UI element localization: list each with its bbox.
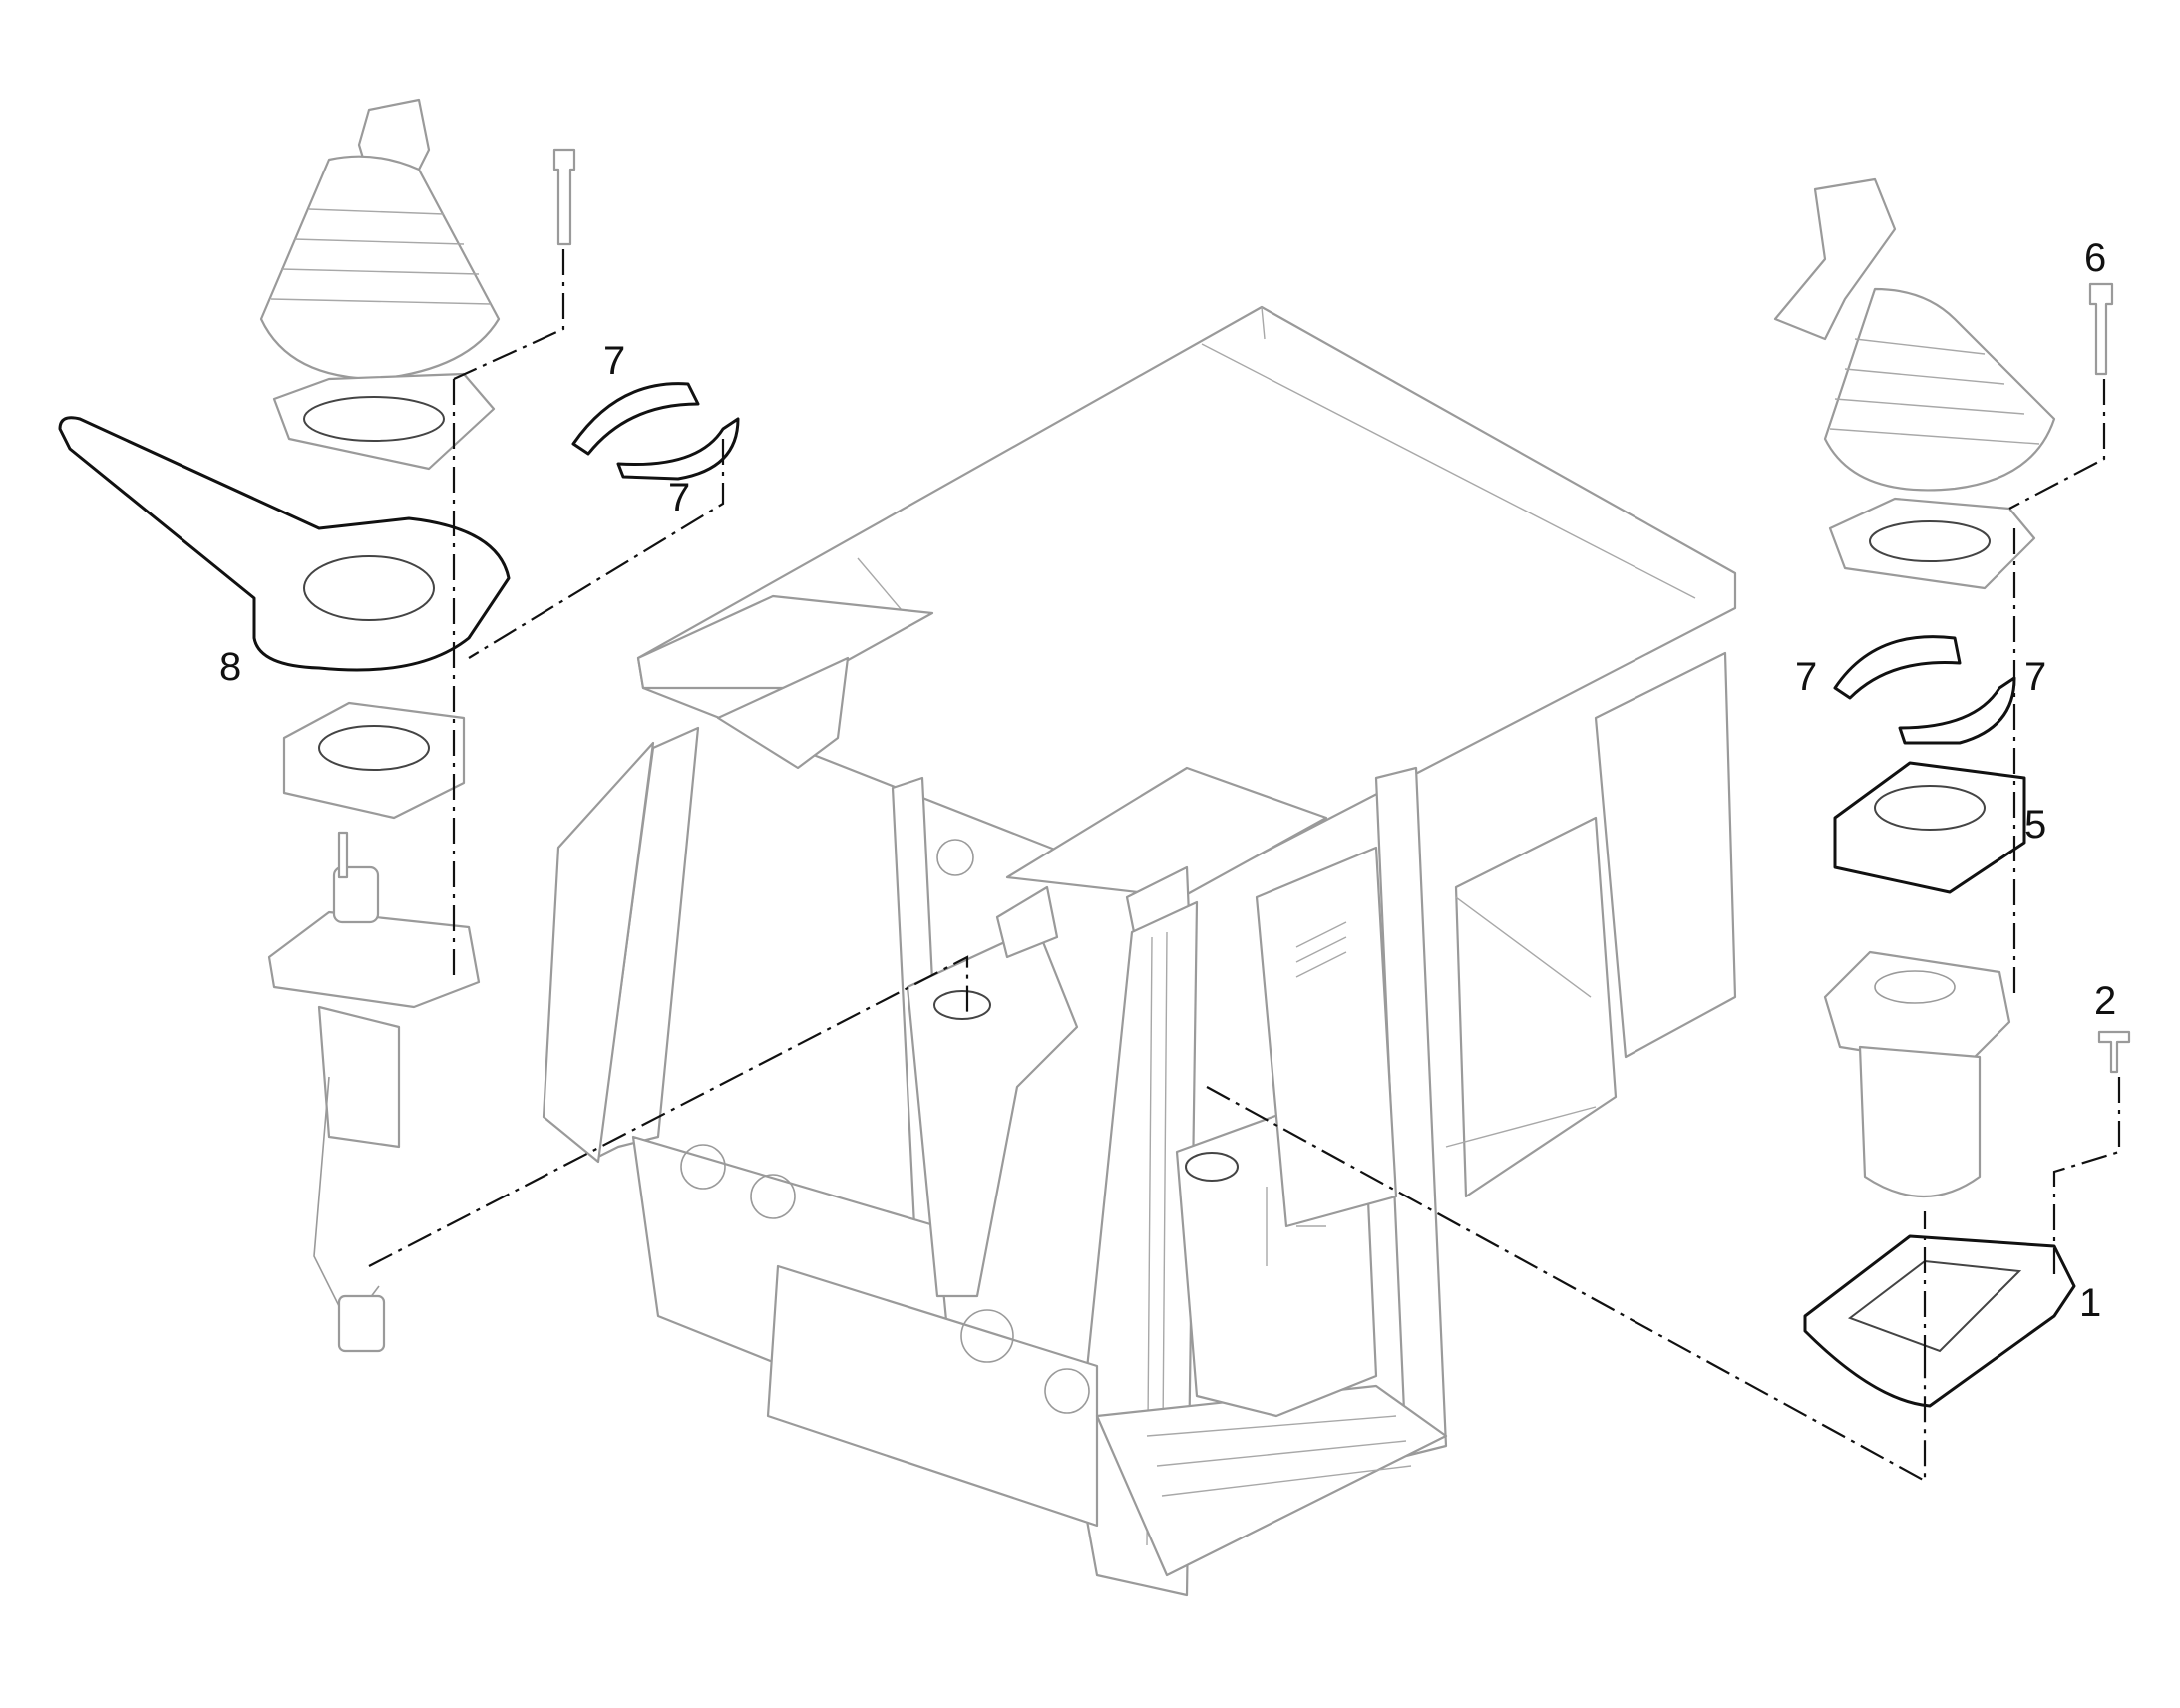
callout-2: 2 [2094,979,2116,1023]
right-clip-a [1833,635,1962,700]
left-bolt [552,148,576,246]
left-gaiter-boot [259,155,501,381]
right-bolt [2088,282,2114,376]
callout-7-right-a: 7 [1795,655,1817,699]
operator-cab [542,305,1737,1597]
left-pilot-valve [267,910,481,1009]
left-joystick-assembly [58,98,576,1353]
right-gaiter-boot [1823,287,2056,492]
callout-7-right-b: 7 [2024,655,2046,699]
right-screw [2097,1030,2131,1074]
right-joystick-assembly [1773,177,2131,1408]
callout-1: 1 [2079,1281,2101,1325]
right-joystick-handle [1773,177,1897,341]
left-clip-upper [571,382,700,456]
left-retaining-clips [571,382,740,481]
callout-5: 5 [2024,803,2046,847]
callout-7-left-top: 7 [603,339,625,383]
callouts: 7 7 8 6 7 7 5 2 1 [219,236,2116,1325]
left-clip-lower [616,417,740,481]
right-pilot-valve [1823,950,2011,1069]
callout-8: 8 [219,645,241,689]
leader-lines [368,249,2121,1483]
callout-6: 6 [2084,236,2106,280]
callout-7-left-bottom: 7 [668,476,690,519]
right-clip-b [1898,676,2016,745]
